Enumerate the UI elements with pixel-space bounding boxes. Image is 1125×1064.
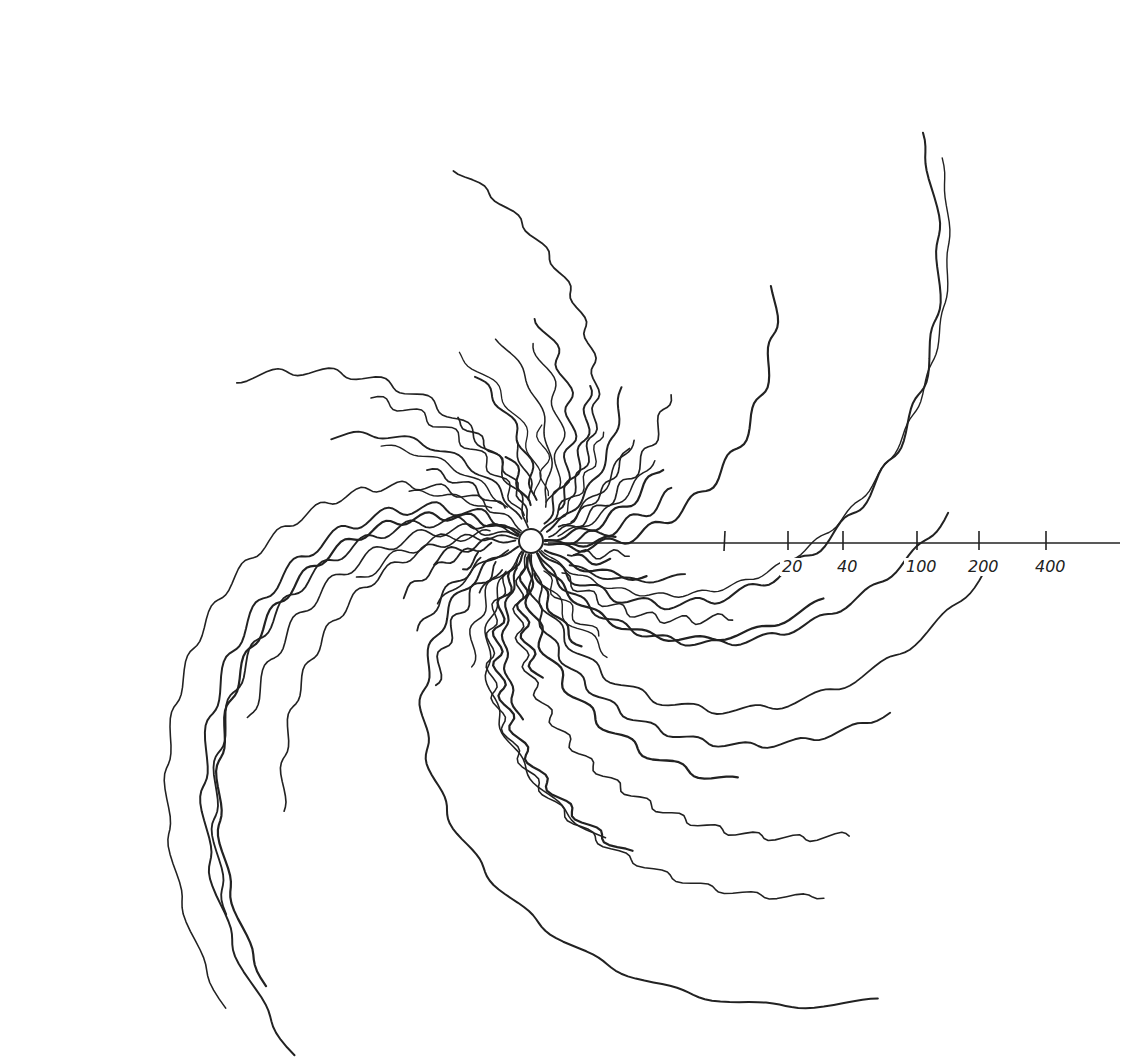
wavy-strand <box>545 551 647 580</box>
wavy-strand <box>463 552 478 570</box>
axis-label: 20 <box>780 558 804 576</box>
wavy-strand <box>164 481 521 1008</box>
wavy-strand <box>525 555 737 779</box>
wavy-strand <box>559 386 592 510</box>
strand-group <box>164 133 984 1055</box>
wavy-strand <box>541 158 950 597</box>
axis-tick <box>978 531 980 550</box>
axis-label: 400 <box>1033 558 1068 576</box>
axis-ticks <box>724 531 1046 551</box>
wavy-strand <box>558 461 655 536</box>
wavy-strand <box>371 397 524 516</box>
axis-label: 100 <box>904 558 939 576</box>
wavy-strand <box>571 440 634 522</box>
wavy-strand <box>417 558 480 631</box>
axis-line <box>548 542 1120 544</box>
center-circle <box>519 529 543 553</box>
wavy-strand <box>280 535 517 812</box>
wavy-strand <box>545 488 671 544</box>
axis-tick <box>1045 531 1047 550</box>
wavy-strand <box>381 445 507 507</box>
wavy-strand <box>453 171 599 531</box>
wavy-strand <box>529 555 890 748</box>
wavy-strand <box>200 502 520 1055</box>
wavy-strand <box>470 571 506 667</box>
wavy-strand <box>247 524 517 718</box>
wavy-strand <box>357 530 490 577</box>
wavy-strand <box>485 551 606 837</box>
axis-tick <box>724 531 725 551</box>
wavy-strand <box>540 133 941 610</box>
wavy-strand <box>545 286 779 552</box>
axis-tick <box>787 531 789 550</box>
wavy-strand <box>434 538 515 565</box>
wavy-strand <box>559 449 630 527</box>
axis-label: 40 <box>835 558 859 576</box>
axis-tick <box>916 531 918 550</box>
wavy-strand <box>404 543 492 599</box>
wavy-strand <box>212 517 518 915</box>
wavy-strand <box>420 547 878 1009</box>
wavy-strand <box>533 344 565 503</box>
axis-label: 200 <box>966 558 1001 576</box>
axis-tick <box>842 531 844 550</box>
wavy-strand <box>409 490 491 508</box>
